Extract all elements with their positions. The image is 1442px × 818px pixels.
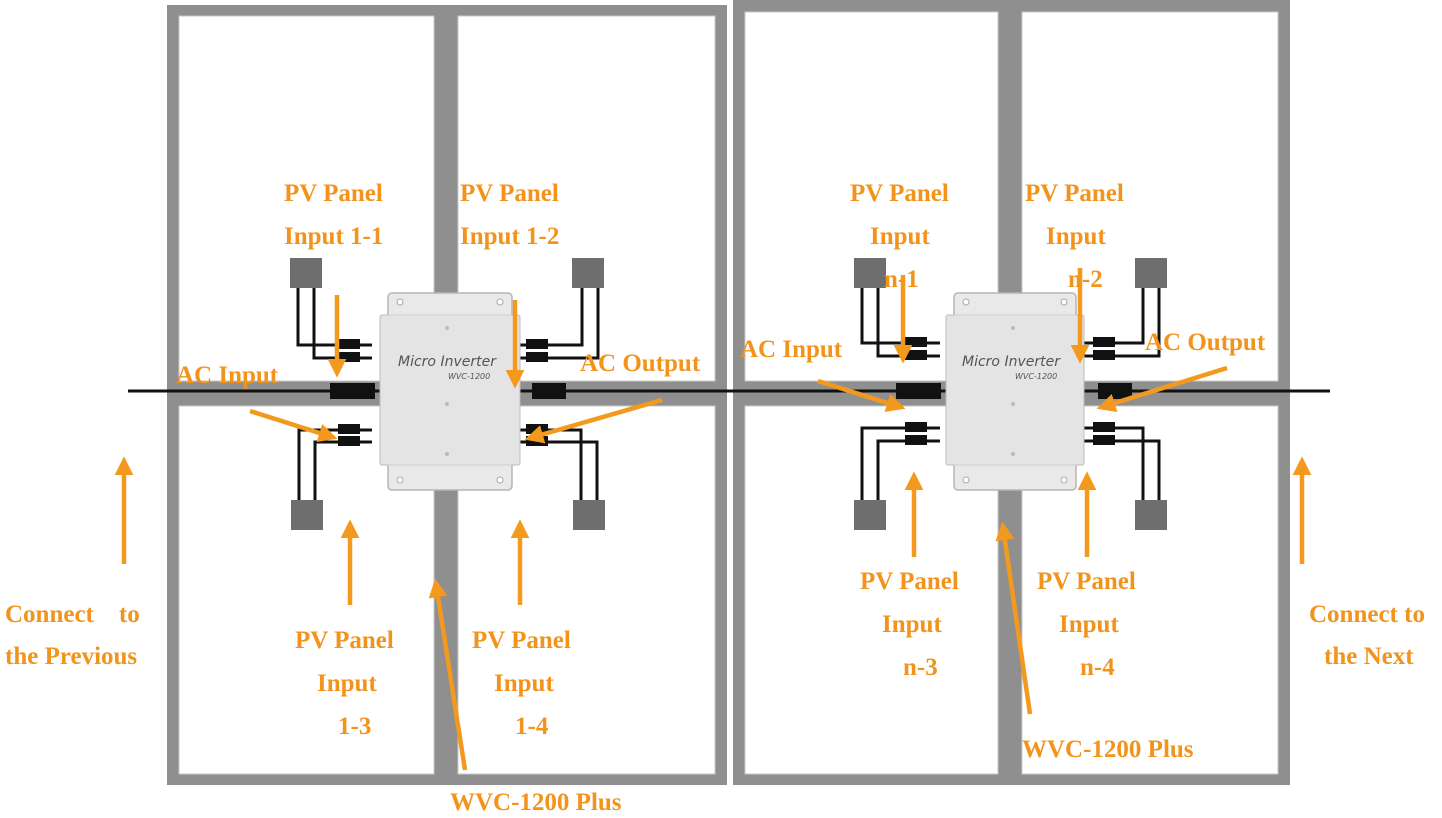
label-pv-1-2: PV Panel Input 1-2 (460, 180, 565, 250)
inverter-1-model: WVC-1200 (448, 372, 490, 381)
junction-box-n-1 (854, 258, 886, 288)
label-pv-1-1: PV Panel Input 1-1 (284, 180, 389, 250)
junction-box-n-3 (854, 500, 886, 530)
junction-box-n-4 (1135, 500, 1167, 530)
arrow-ac-output-2 (1096, 365, 1228, 413)
label-pv-1-4: PV Panel Input 1-4 (472, 627, 577, 740)
callout-arrows (114, 268, 1312, 771)
junction-box-1-3 (291, 500, 323, 530)
label-ac-input-1: AC Input (176, 362, 279, 389)
arrow-ac-input-2 (817, 378, 906, 413)
inverter-2-title: Micro Inverter (962, 354, 1061, 370)
micro-inverter-2: Micro Inverter WVC-1200 (945, 292, 1085, 491)
label-connect-previous: Connect to the Previous (0, 0, 183, 670)
label-connect-next: Connect to the Next (1309, 601, 1431, 670)
junction-box-1-4 (573, 500, 605, 530)
label-pv-1-3: PV Panel Input 1-3 (295, 627, 400, 740)
label-model-1: WVC-1200 Plus (450, 789, 622, 816)
arrow-model-1 (428, 578, 468, 771)
label-pv-n-1: PV Panel Input n-1 (850, 180, 955, 293)
label-ac-input-2: AC Input (740, 336, 843, 363)
junction-box-n-2 (1135, 258, 1167, 288)
micro-inverter-1: Micro Inverter WVC-1200 (379, 292, 521, 491)
junction-box-1-2 (572, 258, 604, 288)
junction-boxes-left (290, 258, 605, 530)
label-pv-n-2: PV Panel Input n-2 (1025, 180, 1130, 293)
label-model-2: WVC-1200 Plus (1022, 736, 1194, 763)
label-ac-output-1: AC Output (580, 350, 701, 377)
label-ac-output-2: AC Output (1145, 329, 1266, 356)
arrow-ac-output-1 (524, 397, 663, 444)
label-pv-n-3: PV Panel Input n-3 (860, 568, 965, 681)
inverter-1-title: Micro Inverter (398, 354, 497, 370)
arrow-model-2 (995, 521, 1033, 715)
junction-box-1-1 (290, 258, 322, 288)
inverter-2-model: WVC-1200 (1015, 372, 1057, 381)
arrow-ac-input-1 (249, 408, 338, 443)
label-pv-n-4: PV Panel Input n-4 (1037, 568, 1142, 681)
junction-boxes-right (854, 258, 1167, 530)
